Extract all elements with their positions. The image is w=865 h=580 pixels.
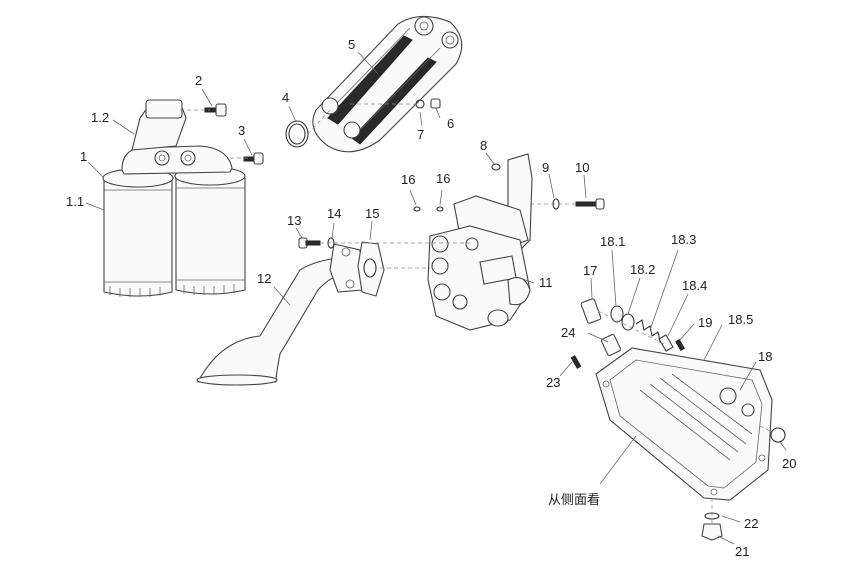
callout-18-1: 18.1 xyxy=(600,234,626,249)
bolt-3 xyxy=(243,152,264,165)
washer-7 xyxy=(415,99,425,109)
callout-18-4: 18.4 xyxy=(682,278,708,293)
dowel-pins-16 xyxy=(413,206,444,212)
gasket-15 xyxy=(357,241,385,297)
callout-18-3: 18.3 xyxy=(671,232,697,247)
callout-16-left: 16 xyxy=(401,172,416,187)
screw-23 xyxy=(570,355,582,369)
callout-1-2: 1.2 xyxy=(91,110,110,125)
o-ring-20 xyxy=(770,427,786,443)
screw-19 xyxy=(675,338,685,352)
valve-18-4 xyxy=(658,334,674,352)
o-ring-18-2 xyxy=(621,313,635,331)
side-view-note: 从侧面看 xyxy=(548,493,601,508)
callout-4: 4 xyxy=(282,90,290,105)
callout-1-1: 1.1 xyxy=(66,194,85,209)
seal-ring-18-1 xyxy=(610,305,624,323)
oil-filter-assembly xyxy=(102,99,246,297)
callout-15: 15 xyxy=(365,206,380,221)
callout-3: 3 xyxy=(238,123,246,138)
suction-pipe-12 xyxy=(196,243,363,386)
callout-7: 7 xyxy=(417,127,425,142)
bolt-13 xyxy=(298,237,321,249)
callout-6: 6 xyxy=(447,116,455,131)
drain-plug-21 xyxy=(701,523,723,541)
plug-17 xyxy=(580,298,602,324)
oil-cooler-5 xyxy=(312,15,463,153)
callout-18: 18 xyxy=(758,349,773,364)
assembly-axis-lines xyxy=(180,103,773,524)
callout-22: 22 xyxy=(744,516,759,531)
callout-18-5: 18.5 xyxy=(728,312,754,327)
cover-18 xyxy=(595,347,773,501)
callout-14: 14 xyxy=(327,206,342,221)
callout-1: 1 xyxy=(80,149,88,164)
callout-13: 13 xyxy=(287,213,302,228)
bolt-2 xyxy=(204,103,227,117)
bolt-10 xyxy=(575,198,605,210)
callout-11: 11 xyxy=(539,275,553,290)
callout-2: 2 xyxy=(195,73,203,88)
callout-5: 5 xyxy=(348,37,356,52)
callout-12: 12 xyxy=(257,271,272,286)
callout-23: 23 xyxy=(546,375,561,390)
callout-9: 9 xyxy=(542,160,550,175)
bolt-6 xyxy=(430,98,441,109)
callout-24: 24 xyxy=(561,325,576,340)
callout-21: 21 xyxy=(735,544,750,559)
callout-18-2: 18.2 xyxy=(630,262,656,277)
leader-lines xyxy=(85,51,787,545)
callout-20: 20 xyxy=(782,456,797,471)
callout-16-right: 16 xyxy=(436,171,451,186)
o-ring-4 xyxy=(285,120,309,148)
callout-10: 10 xyxy=(575,160,590,175)
oil-pump-11 xyxy=(427,153,533,331)
washer-8 xyxy=(491,163,501,171)
callout-17: 17 xyxy=(583,263,598,278)
callout-19: 19 xyxy=(698,315,713,330)
callout-8: 8 xyxy=(480,138,488,153)
fitting-24 xyxy=(600,333,622,357)
